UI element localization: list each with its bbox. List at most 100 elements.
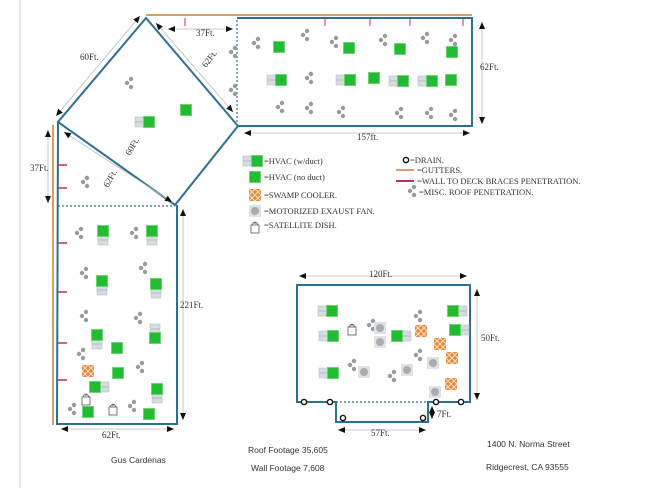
legend-gutters: =GUTTERS. <box>417 165 462 175</box>
hvac-duct-icon <box>96 275 108 296</box>
hvac-duct-icon <box>318 330 339 342</box>
dimension-line <box>338 427 426 433</box>
dimension-line <box>244 130 470 136</box>
exhaust-fan-icon <box>374 336 386 348</box>
dimension-line <box>155 22 234 113</box>
misc-penetration-icon <box>228 45 238 59</box>
hvac-duct-icon <box>146 225 158 246</box>
dim-label: 62Ft. <box>101 168 119 189</box>
swamp-cooler-icon <box>414 324 428 338</box>
dimension-line <box>299 273 467 279</box>
roof-footage: Roof Footage 35,605 <box>248 445 328 455</box>
hvac-duct-icon <box>89 381 110 393</box>
exhaust-fan-icon <box>427 357 439 369</box>
legend-satellite: =SATELLITE DISH. <box>264 220 337 230</box>
author-name: Gus Cardenas <box>111 455 166 465</box>
drain-icon <box>300 398 308 406</box>
hvac-icon <box>368 72 380 84</box>
hvac-duct-icon <box>97 225 109 246</box>
misc-penetration-icon <box>67 402 77 416</box>
misc-penetration-icon <box>129 226 139 240</box>
misc-penetration-icon <box>275 100 285 114</box>
drain-icon <box>339 414 347 422</box>
exhaust-fan-icon <box>249 205 261 217</box>
dimension-line <box>63 131 173 203</box>
hvac-icon <box>82 406 94 418</box>
legend-hvac-noduct: =HVAC (no duct) <box>264 172 325 182</box>
dimension-line <box>61 426 174 432</box>
legend-icons <box>242 155 417 234</box>
satellite-dish-icon <box>347 323 357 336</box>
hvac-duct-icon <box>317 305 338 317</box>
misc-penetration-icon <box>329 35 339 49</box>
swamp-cooler-icon <box>248 188 262 202</box>
drain-icon <box>402 156 410 164</box>
dimension-arrows <box>45 15 485 433</box>
dim-label: 221Ft. <box>180 300 203 310</box>
dim-label: 50Ft. <box>481 333 500 343</box>
misc-penetration-icon <box>138 261 148 275</box>
misc-penetration-icon <box>347 358 357 372</box>
misc-penetration-icon <box>378 33 388 47</box>
legend-fan: =MOTORIZED EXAUST FAN. <box>264 206 375 216</box>
dim-label: 57Ft. <box>371 428 390 438</box>
hvac-icon <box>143 408 155 420</box>
swamp-cooler-icon <box>433 337 447 351</box>
building-secondary <box>296 284 471 423</box>
dim-label: 37Ft. <box>196 28 215 38</box>
dimension-line <box>180 209 186 420</box>
legend-drain: =DRAIN. <box>410 155 444 165</box>
hvac-icon <box>249 171 261 183</box>
hvac-duct-icon <box>91 329 103 350</box>
exhaust-fan-icon <box>358 366 370 378</box>
dimension-line <box>474 289 480 400</box>
misc-penetration-icon <box>127 399 137 413</box>
address-line2: Ridgecrest, CA 93555 <box>486 462 569 472</box>
dim-label: 62Ft. <box>200 48 219 69</box>
hvac-duct-icon <box>391 330 412 342</box>
building-main <box>55 16 473 425</box>
hvac-icon <box>180 104 192 116</box>
misc-penetration-icon <box>366 318 376 332</box>
hvac-icon <box>445 74 457 86</box>
misc-penetration-icon <box>407 184 417 198</box>
hvac-duct-icon <box>149 323 161 344</box>
exhaust-fan-icon <box>429 386 441 398</box>
dim-label: 62Ft. <box>102 430 121 440</box>
misc-penetration-icon <box>424 106 434 120</box>
dimension-line <box>55 15 141 117</box>
hvac-duct-icon <box>150 278 162 299</box>
address-line1: 1400 N. Norma Street <box>487 439 570 449</box>
misc-penetration-icon <box>448 108 458 122</box>
dimension-line <box>168 26 233 32</box>
misc-penetration-icon <box>135 360 145 374</box>
hvac-duct-icon <box>242 155 263 167</box>
hvac-duct-icon <box>449 324 470 336</box>
misc-penetration-icon <box>304 71 314 85</box>
hvac-duct-icon <box>134 116 155 128</box>
hvac-duct-icon <box>266 74 287 86</box>
hvac-duct-icon <box>447 305 468 317</box>
satellite-dish-icon <box>108 403 118 416</box>
misc-penetration-icon <box>413 309 423 323</box>
misc-penetration-icon <box>80 175 90 189</box>
dim-label: 62Ft. <box>480 62 499 72</box>
legend-hvac-duct: =HVAC (w/duct) <box>264 156 323 166</box>
swamp-cooler-icon <box>81 364 95 378</box>
roof-items <box>67 28 470 422</box>
dimension-line <box>45 130 51 203</box>
hvac-icon <box>446 46 458 58</box>
hvac-icon <box>111 342 123 354</box>
hvac-duct-icon <box>417 75 438 87</box>
hvac-icon <box>394 43 406 55</box>
wall-braces <box>58 18 464 381</box>
hvac-duct-icon <box>388 75 409 87</box>
misc-penetration-icon <box>420 31 430 45</box>
misc-penetration-icon <box>124 76 134 90</box>
dim-label: 37Ft. <box>30 163 49 173</box>
misc-penetration-icon <box>394 106 404 120</box>
dim-label: 60Ft. <box>80 52 99 62</box>
exhaust-fan-icon <box>401 364 413 376</box>
dim-label: 7Ft. <box>437 409 451 419</box>
hvac-icon <box>273 41 285 53</box>
